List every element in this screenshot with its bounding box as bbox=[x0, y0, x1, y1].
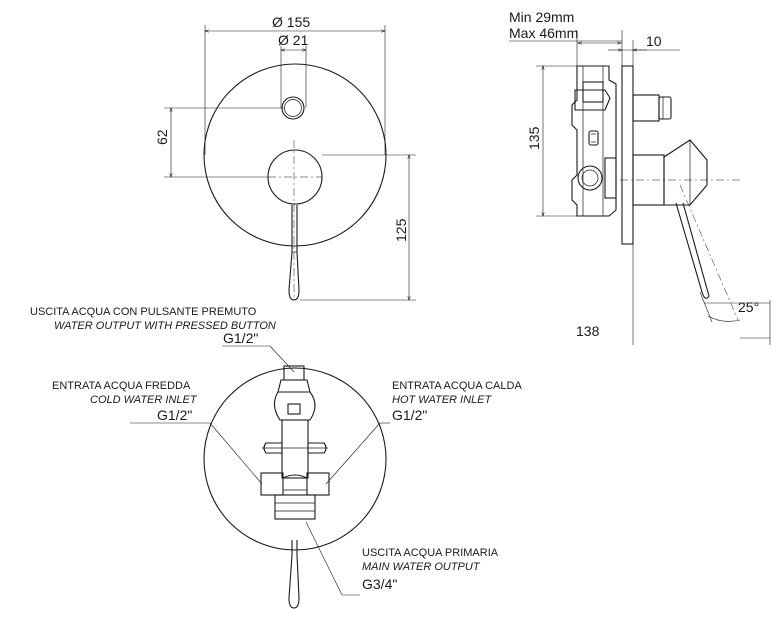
dim-135: 135 bbox=[526, 126, 542, 150]
front-view: Ø 155 Ø 21 62 125 bbox=[154, 14, 416, 301]
dim-10: 10 bbox=[646, 33, 662, 49]
hot-inlet-size: G1/2" bbox=[392, 407, 427, 423]
outlet-pressed-size: G1/2" bbox=[223, 330, 258, 346]
mixer-body bbox=[571, 65, 617, 217]
side-push-button bbox=[632, 94, 660, 122]
cold-inlet-en: COLD WATER INLET bbox=[90, 394, 198, 406]
push-button bbox=[281, 96, 305, 120]
rear-mixer-body bbox=[281, 419, 309, 479]
outlet-pressed-en: WATER OUTPUT WITH PRESSED BUTTON bbox=[54, 320, 276, 332]
side-lever-handle bbox=[675, 202, 710, 299]
dim-62: 62 bbox=[154, 129, 170, 145]
dim-button-diameter: Ø 21 bbox=[278, 32, 309, 48]
side-cover-plate bbox=[621, 65, 634, 245]
dim-plate-diameter: Ø 155 bbox=[272, 14, 310, 30]
cold-inlet-size: G1/2" bbox=[157, 407, 192, 423]
dim-angle: 25° bbox=[738, 299, 759, 315]
cold-inlet-it: ENTRATA ACQUA FREDDA bbox=[52, 380, 191, 392]
side-view: Min 29mm Max 46mm 10 135 138 25° bbox=[509, 9, 771, 345]
push-button-inner bbox=[284, 99, 302, 117]
dim-125: 125 bbox=[393, 218, 409, 242]
main-output-en: MAIN WATER OUTPUT bbox=[362, 561, 481, 573]
cold-inlet bbox=[260, 472, 284, 496]
depth-min: Min 29mm bbox=[509, 9, 574, 25]
main-output bbox=[274, 494, 316, 520]
rear-cover-plate bbox=[203, 367, 387, 551]
hot-inlet bbox=[306, 472, 330, 496]
hot-inlet-it: ENTRATA ACQUA CALDA bbox=[392, 380, 522, 392]
rear-lever-handle bbox=[288, 540, 300, 609]
lever-handle bbox=[288, 205, 300, 301]
depth-max: Max 46mm bbox=[509, 25, 578, 41]
rear-view: USCITA ACQUA CON PULSANTE PREMUTO WATER … bbox=[30, 306, 522, 609]
dim-138: 138 bbox=[576, 323, 600, 339]
main-output-it: USCITA ACQUA PRIMARIA bbox=[362, 547, 499, 559]
main-output-size: G3/4" bbox=[362, 576, 397, 592]
hot-inlet-en: HOT WATER INLET bbox=[392, 394, 492, 406]
outlet-pressed-it: USCITA ACQUA CON PULSANTE PREMUTO bbox=[30, 306, 257, 318]
